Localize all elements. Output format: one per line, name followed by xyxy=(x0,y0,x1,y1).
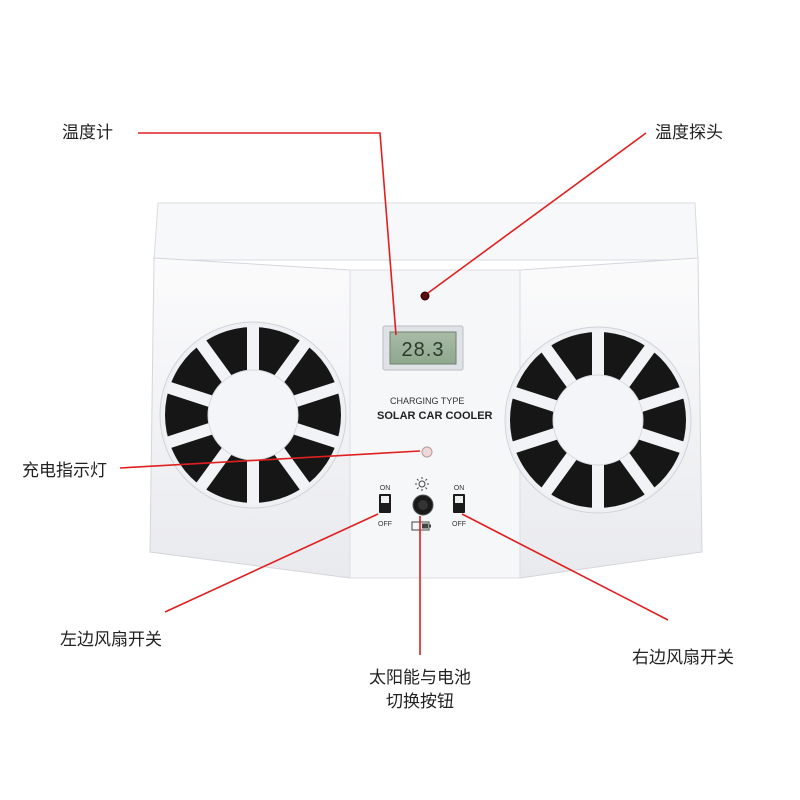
label-thermometer: 温度计 xyxy=(62,123,113,143)
fan-spoke xyxy=(271,443,311,492)
label-right-fan-switch: 右边风扇开关 xyxy=(632,648,734,668)
fan-spoke xyxy=(165,421,217,449)
callout-line-right-switch xyxy=(461,513,669,621)
right-switch-on-label: ON xyxy=(454,485,465,492)
lcd-display: 28.3 xyxy=(382,325,464,371)
fan-spoke xyxy=(271,338,311,387)
fan-spoke xyxy=(634,386,686,414)
fan-spoke xyxy=(616,343,656,392)
label-charge-indicator: 充电指示灯 xyxy=(22,461,107,481)
fan-spoke xyxy=(195,443,235,492)
fan-spoke xyxy=(616,448,656,497)
fan-hub xyxy=(207,369,299,461)
fan-spoke xyxy=(289,421,341,449)
charge-indicator-led xyxy=(421,446,433,458)
fan-spoke xyxy=(195,338,235,387)
center-panel xyxy=(349,269,521,579)
left-switch-off-label: OFF xyxy=(378,521,392,528)
callout-line-thermometer xyxy=(138,132,397,336)
label-temp-probe: 温度探头 xyxy=(655,123,723,143)
left-fan xyxy=(159,321,347,509)
callout-line-probe xyxy=(427,132,647,294)
callout-lines xyxy=(119,132,669,655)
right-fan-switch[interactable]: ON OFF xyxy=(452,485,466,528)
fan-spoke xyxy=(510,426,562,454)
label-left-fan-switch: 左边风扇开关 xyxy=(60,630,162,650)
sun-icon xyxy=(415,477,429,491)
fan-spoke xyxy=(634,426,686,454)
callout-line-indicator xyxy=(119,450,421,469)
fan-spoke xyxy=(540,448,580,497)
device-top-panel xyxy=(153,202,699,261)
label-power-switch-line2: 切换按钮 xyxy=(386,692,454,712)
temp-probe-dot xyxy=(420,291,430,301)
right-switch-off-label: OFF xyxy=(452,521,466,528)
label-power-switch-line1: 太阳能与电池 xyxy=(369,668,471,688)
left-switch-on-label: ON xyxy=(380,485,391,492)
fan-hub xyxy=(552,374,644,466)
fan-spoke xyxy=(510,386,562,414)
callout-line-left-switch xyxy=(164,513,379,613)
brand-line2: SOLAR CAR COOLER xyxy=(377,410,493,422)
fan-spoke xyxy=(540,343,580,392)
right-fan xyxy=(504,326,692,514)
left-fan-switch[interactable]: ON OFF xyxy=(378,485,392,528)
brand-line1: CHARGING TYPE xyxy=(390,396,464,406)
fan-spoke xyxy=(289,381,341,409)
lcd-reading: 28.3 xyxy=(402,339,445,361)
power-source-switch[interactable] xyxy=(411,477,434,531)
fan-spoke xyxy=(165,381,217,409)
label-power-switch: 太阳能与电池 切换按钮 xyxy=(355,666,485,714)
